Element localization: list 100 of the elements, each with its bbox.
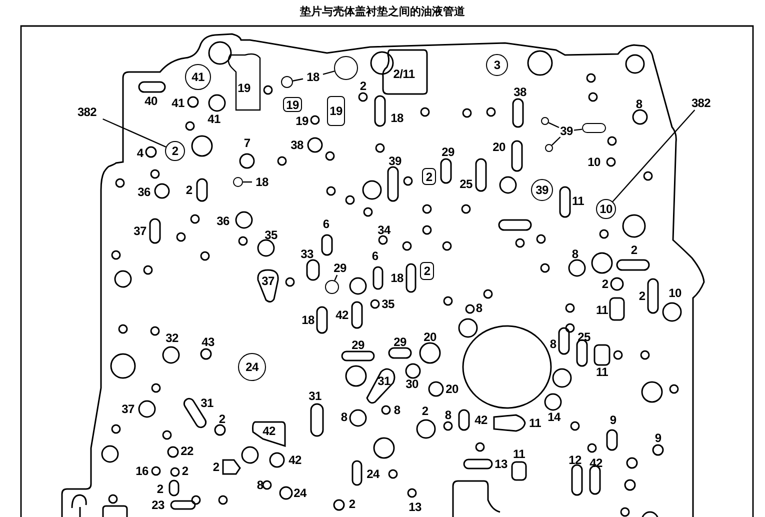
callout-number: 10 [588, 156, 600, 168]
callout-number: 8 [476, 302, 482, 314]
leader-line [334, 274, 338, 281]
port-number: 41 [192, 71, 204, 83]
port-number: 19 [330, 105, 342, 117]
hole [325, 280, 339, 294]
callout-number: 382 [77, 106, 97, 118]
callout-number: 8 [636, 98, 642, 110]
callout-number: 11 [596, 304, 608, 316]
title: 垫片与壳体盖衬垫之间的油液管道 [298, 4, 466, 19]
callout-number: 42 [288, 454, 302, 466]
callout-number: 2 [218, 413, 226, 425]
port-number: 24 [246, 361, 258, 373]
callout-number: 13 [494, 458, 508, 470]
callout-number: 35 [382, 298, 394, 310]
port-circle [165, 141, 185, 161]
callout-number: 37 [134, 225, 146, 237]
callout-number: 4 [136, 147, 144, 159]
callout-number: 22 [180, 445, 194, 457]
callout-number: 39 [560, 125, 573, 137]
leader-line [322, 70, 335, 75]
callout-number: 9 [654, 432, 662, 444]
port-slot [283, 97, 302, 112]
port-outline [364, 366, 396, 404]
callout-number: 2 [212, 461, 220, 473]
port-outline [254, 268, 282, 304]
callout-number: 2 [348, 498, 356, 510]
callout-number: 43 [202, 336, 214, 348]
callout-number: 10 [668, 287, 682, 299]
port-number: 39 [536, 184, 548, 196]
callout-number: 38 [514, 86, 526, 98]
callout-number: 33 [300, 248, 314, 260]
callout-number: 2 [182, 465, 188, 477]
callout-number: 8 [256, 479, 264, 491]
leader-line [574, 128, 582, 131]
callout-number: 2 [360, 80, 366, 92]
port-outline [251, 419, 287, 449]
callout-number: 41 [208, 113, 220, 125]
callout-number: 11 [596, 366, 608, 378]
callout-number: 20 [424, 331, 436, 343]
leader-line [243, 181, 252, 183]
port-circle [185, 64, 211, 90]
callout-number: 2 [156, 483, 164, 495]
hole [545, 144, 553, 152]
callout-number: 8 [394, 404, 400, 416]
port-slot [420, 262, 434, 280]
leader-line [102, 118, 166, 148]
callout-number: 38 [290, 139, 304, 151]
callout-number: 9 [610, 414, 616, 426]
slot [582, 123, 606, 133]
port-number: 2 [172, 145, 178, 157]
callout-number: 40 [144, 95, 158, 107]
callout-number: 36 [216, 215, 230, 227]
callout-number: 20 [446, 383, 458, 395]
port-number: 42 [262, 425, 276, 437]
callout-number: 8 [572, 248, 578, 260]
callout-number: 36 [138, 186, 150, 198]
callout-number: 16 [136, 465, 148, 477]
callout-number: 35 [264, 229, 278, 241]
port-number: 37 [262, 275, 274, 287]
callout-number: 29 [352, 339, 364, 351]
callout-number: 29 [442, 146, 454, 158]
port-circle [238, 353, 266, 381]
callout-number: 41 [172, 97, 184, 109]
callout-number: 2 [630, 244, 638, 256]
port-number: 19 [238, 82, 250, 94]
callout-number: 6 [322, 218, 330, 230]
leader-line [551, 136, 561, 146]
callout-number: 12 [568, 454, 582, 466]
callout-number: 8 [340, 411, 348, 423]
port-outline [380, 47, 428, 97]
port-slot [327, 96, 345, 126]
callout-number: 18 [302, 314, 314, 326]
callout-number: 42 [474, 414, 488, 426]
leader-line [548, 122, 560, 128]
callout-number: 37 [122, 403, 134, 415]
callout-number: 18 [390, 272, 404, 284]
hole [541, 117, 549, 125]
callout-number: 2 [638, 290, 646, 302]
callout-number: 6 [372, 250, 378, 262]
port-number: 31 [378, 375, 390, 387]
port-circle [596, 199, 616, 219]
leader-line [292, 78, 304, 82]
callout-number: 39 [388, 155, 402, 167]
callout-number: 19 [296, 115, 308, 127]
callout-number: 18 [256, 176, 268, 188]
callout-number: 24 [294, 487, 306, 499]
callout-number: 31 [200, 397, 214, 409]
callout-number: 11 [512, 448, 526, 460]
hole [334, 56, 358, 80]
callout-number: 34 [378, 224, 390, 236]
callout-number: 2 [602, 278, 608, 290]
callout-number: 42 [336, 309, 348, 321]
callout-number: 2 [186, 184, 192, 196]
hole [281, 76, 293, 88]
port-number: 19 [286, 98, 299, 110]
callout-number: 25 [460, 178, 472, 190]
callout-number: 13 [408, 501, 422, 513]
callout-number: 20 [492, 141, 506, 153]
callout-number: 7 [244, 137, 250, 149]
